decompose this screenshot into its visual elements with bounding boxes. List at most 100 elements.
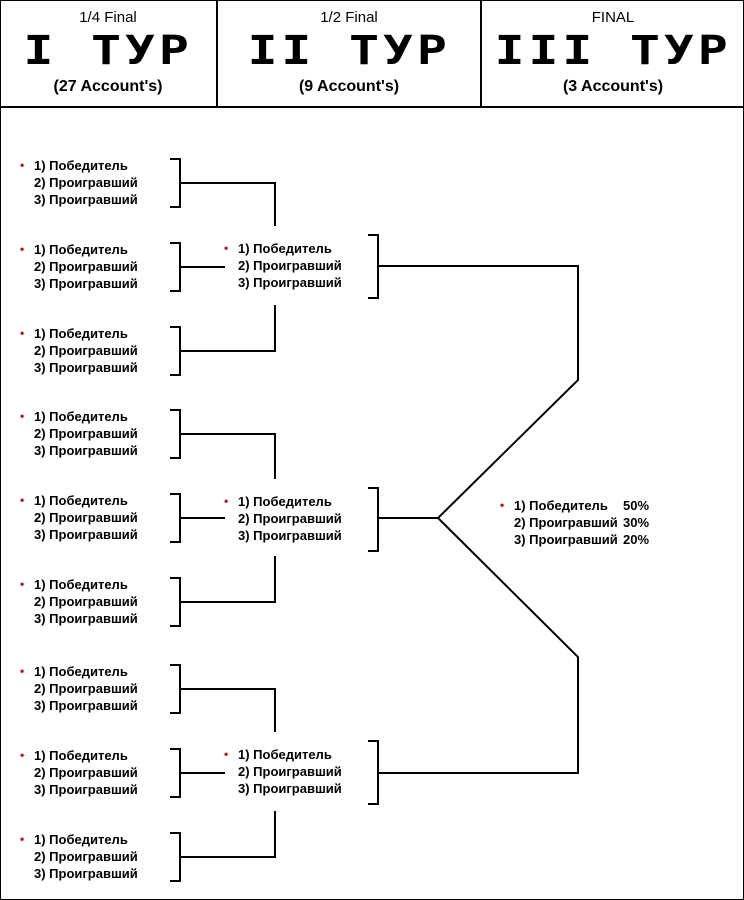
- r2-feed-bot-2: [180, 556, 276, 603]
- entry-label: 2) Проигравший: [34, 343, 138, 358]
- rounds-header: 1/4 Final I ТУР (27 Account's) 1/2 Final…: [0, 0, 744, 108]
- entry-label: 2) Проигравший: [34, 510, 138, 525]
- loser-line: 3) Проигравший: [16, 191, 166, 208]
- loser-line: 3) Проигравший: [16, 697, 166, 714]
- winner-line: • 1) Победитель: [16, 831, 166, 848]
- winner-line: • 1) Победитель: [220, 240, 370, 257]
- bullet-icon: •: [20, 409, 25, 423]
- entry-label: 2) Проигравший: [34, 594, 138, 609]
- loser-line: 2) Проигравший: [16, 848, 166, 865]
- entry-label: 3) Проигравший: [514, 532, 618, 547]
- prize-percent: 30%: [623, 515, 650, 530]
- prize-percent: 50%: [623, 498, 650, 513]
- entry-label: 2) Проигравший: [34, 765, 138, 780]
- r2-group-2: • 1) Победитель 2) Проигравший 3) Проигравш…: [220, 493, 370, 544]
- loser-line: 3) Проигравший: [16, 442, 166, 459]
- entry-label: 1) Победитель: [34, 493, 128, 508]
- bullet-icon: •: [20, 158, 25, 172]
- entry-label: 1) Победитель: [34, 326, 128, 341]
- winner-line: • 1) Победитель: [16, 492, 166, 509]
- entry-label: 2) Проигравший: [34, 849, 138, 864]
- loser-line: 2) Проигравший: [220, 763, 370, 780]
- entry-label: 1) Победитель: [34, 242, 128, 257]
- bullet-icon: •: [224, 241, 229, 255]
- entry-label: 3) Проигравший: [34, 782, 138, 797]
- loser-line: 2) Проигравший: [16, 342, 166, 359]
- r1-bracket-1: [170, 158, 181, 208]
- header-round-3: FINAL III ТУР (3 Account's): [482, 0, 744, 106]
- winner-line: •1) Победитель: [16, 408, 166, 425]
- entry-label: 1) Победитель: [34, 832, 128, 847]
- r1-bracket-4: [170, 409, 181, 459]
- bullet-icon: •: [224, 747, 229, 761]
- loser-line: 2) Проигравший: [16, 680, 166, 697]
- bullet-icon: •: [500, 498, 505, 512]
- loser-line: 2) Проигравший: [220, 257, 370, 274]
- winner-line: • 1) Победитель: [16, 241, 166, 258]
- round-1-count: (27 Account's): [53, 78, 163, 95]
- round-3-title: III ТУР: [494, 28, 732, 74]
- entry-label: 1) Победитель: [34, 664, 128, 679]
- r2-bracket-2: [368, 487, 379, 552]
- loser-line: 3) Проигравший: [220, 527, 370, 544]
- bullet-icon: •: [20, 577, 25, 591]
- bullet-icon: •: [224, 494, 229, 508]
- winner-line: •1) Победитель: [220, 746, 370, 763]
- entry-label: 2) Проигравший: [238, 511, 342, 526]
- winner-line: • 1) Победитель: [16, 576, 166, 593]
- entry-label: 1) Победитель: [34, 577, 128, 592]
- bullet-icon: •: [20, 832, 25, 846]
- loser-line: 3) Проигравший: [16, 781, 166, 798]
- winner-line: •1) Победитель: [16, 325, 166, 342]
- loser-line: 2) Проигравший: [16, 764, 166, 781]
- entry-label: 1) Победитель: [34, 158, 128, 173]
- winner-line: • 1) Победитель: [16, 747, 166, 764]
- round-2-title: II ТУР: [247, 28, 451, 74]
- r1-group-8: • 1) Победитель 2) Проигравший 3) Проигравш…: [16, 747, 166, 798]
- bullet-icon: •: [20, 748, 25, 762]
- entry-label: 2) Проигравший: [34, 426, 138, 441]
- entry-label: 3) Проигравший: [238, 275, 342, 290]
- round-3-stage: FINAL: [591, 9, 635, 26]
- entry-label: 3) Проигравший: [34, 360, 138, 375]
- loser-line: 2) Проигравший: [16, 258, 166, 275]
- loser-line: 3) Проигравший: [220, 274, 370, 291]
- prize-percent: 20%: [623, 532, 650, 547]
- loser-line: 2) Проигравший: [220, 510, 370, 527]
- header-round-1: 1/4 Final I ТУР (27 Account's): [0, 0, 218, 106]
- entry-label: 3) Проигравший: [34, 276, 138, 291]
- entry-label: 2) Проигравший: [514, 515, 618, 530]
- entry-label: 1) Победитель: [238, 494, 332, 509]
- loser-line: 2) Проигравший: [16, 425, 166, 442]
- r1-group-2: • 1) Победитель 2) Проигравший 3) Проигравш…: [16, 241, 166, 292]
- entry-label: 3) Проигравший: [34, 698, 138, 713]
- loser-line: 3) Проигравший: [16, 865, 166, 882]
- r1-bracket-2: [170, 242, 181, 292]
- entry-label: 2) Проигравший: [238, 764, 342, 779]
- loser-line: 3) Проигравший: [16, 275, 166, 292]
- r1-bracket-6: [170, 577, 181, 627]
- r2-feed-top-2: [180, 433, 276, 479]
- bullet-icon: •: [20, 664, 25, 678]
- entry-label: 2) Проигравший: [34, 175, 138, 190]
- loser-line: 3) Проигравший 20%: [496, 531, 650, 548]
- entry-label: 1) Победитель: [238, 241, 332, 256]
- loser-line: 2) Проигравший 30%: [496, 514, 650, 531]
- bullet-icon: •: [20, 493, 25, 507]
- round-1-stage: 1/4 Final: [79, 9, 137, 26]
- r1-bracket-5: [170, 493, 181, 543]
- entry-label: 3) Проигравший: [238, 528, 342, 543]
- entry-label: 2) Проигравший: [34, 259, 138, 274]
- r2-feed-bot-3: [180, 811, 276, 858]
- r2-feed-top-1: [180, 182, 276, 226]
- entry-label: 1) Победитель: [34, 748, 128, 763]
- bullet-icon: •: [20, 242, 25, 256]
- round-1-title: I ТУР: [23, 28, 193, 74]
